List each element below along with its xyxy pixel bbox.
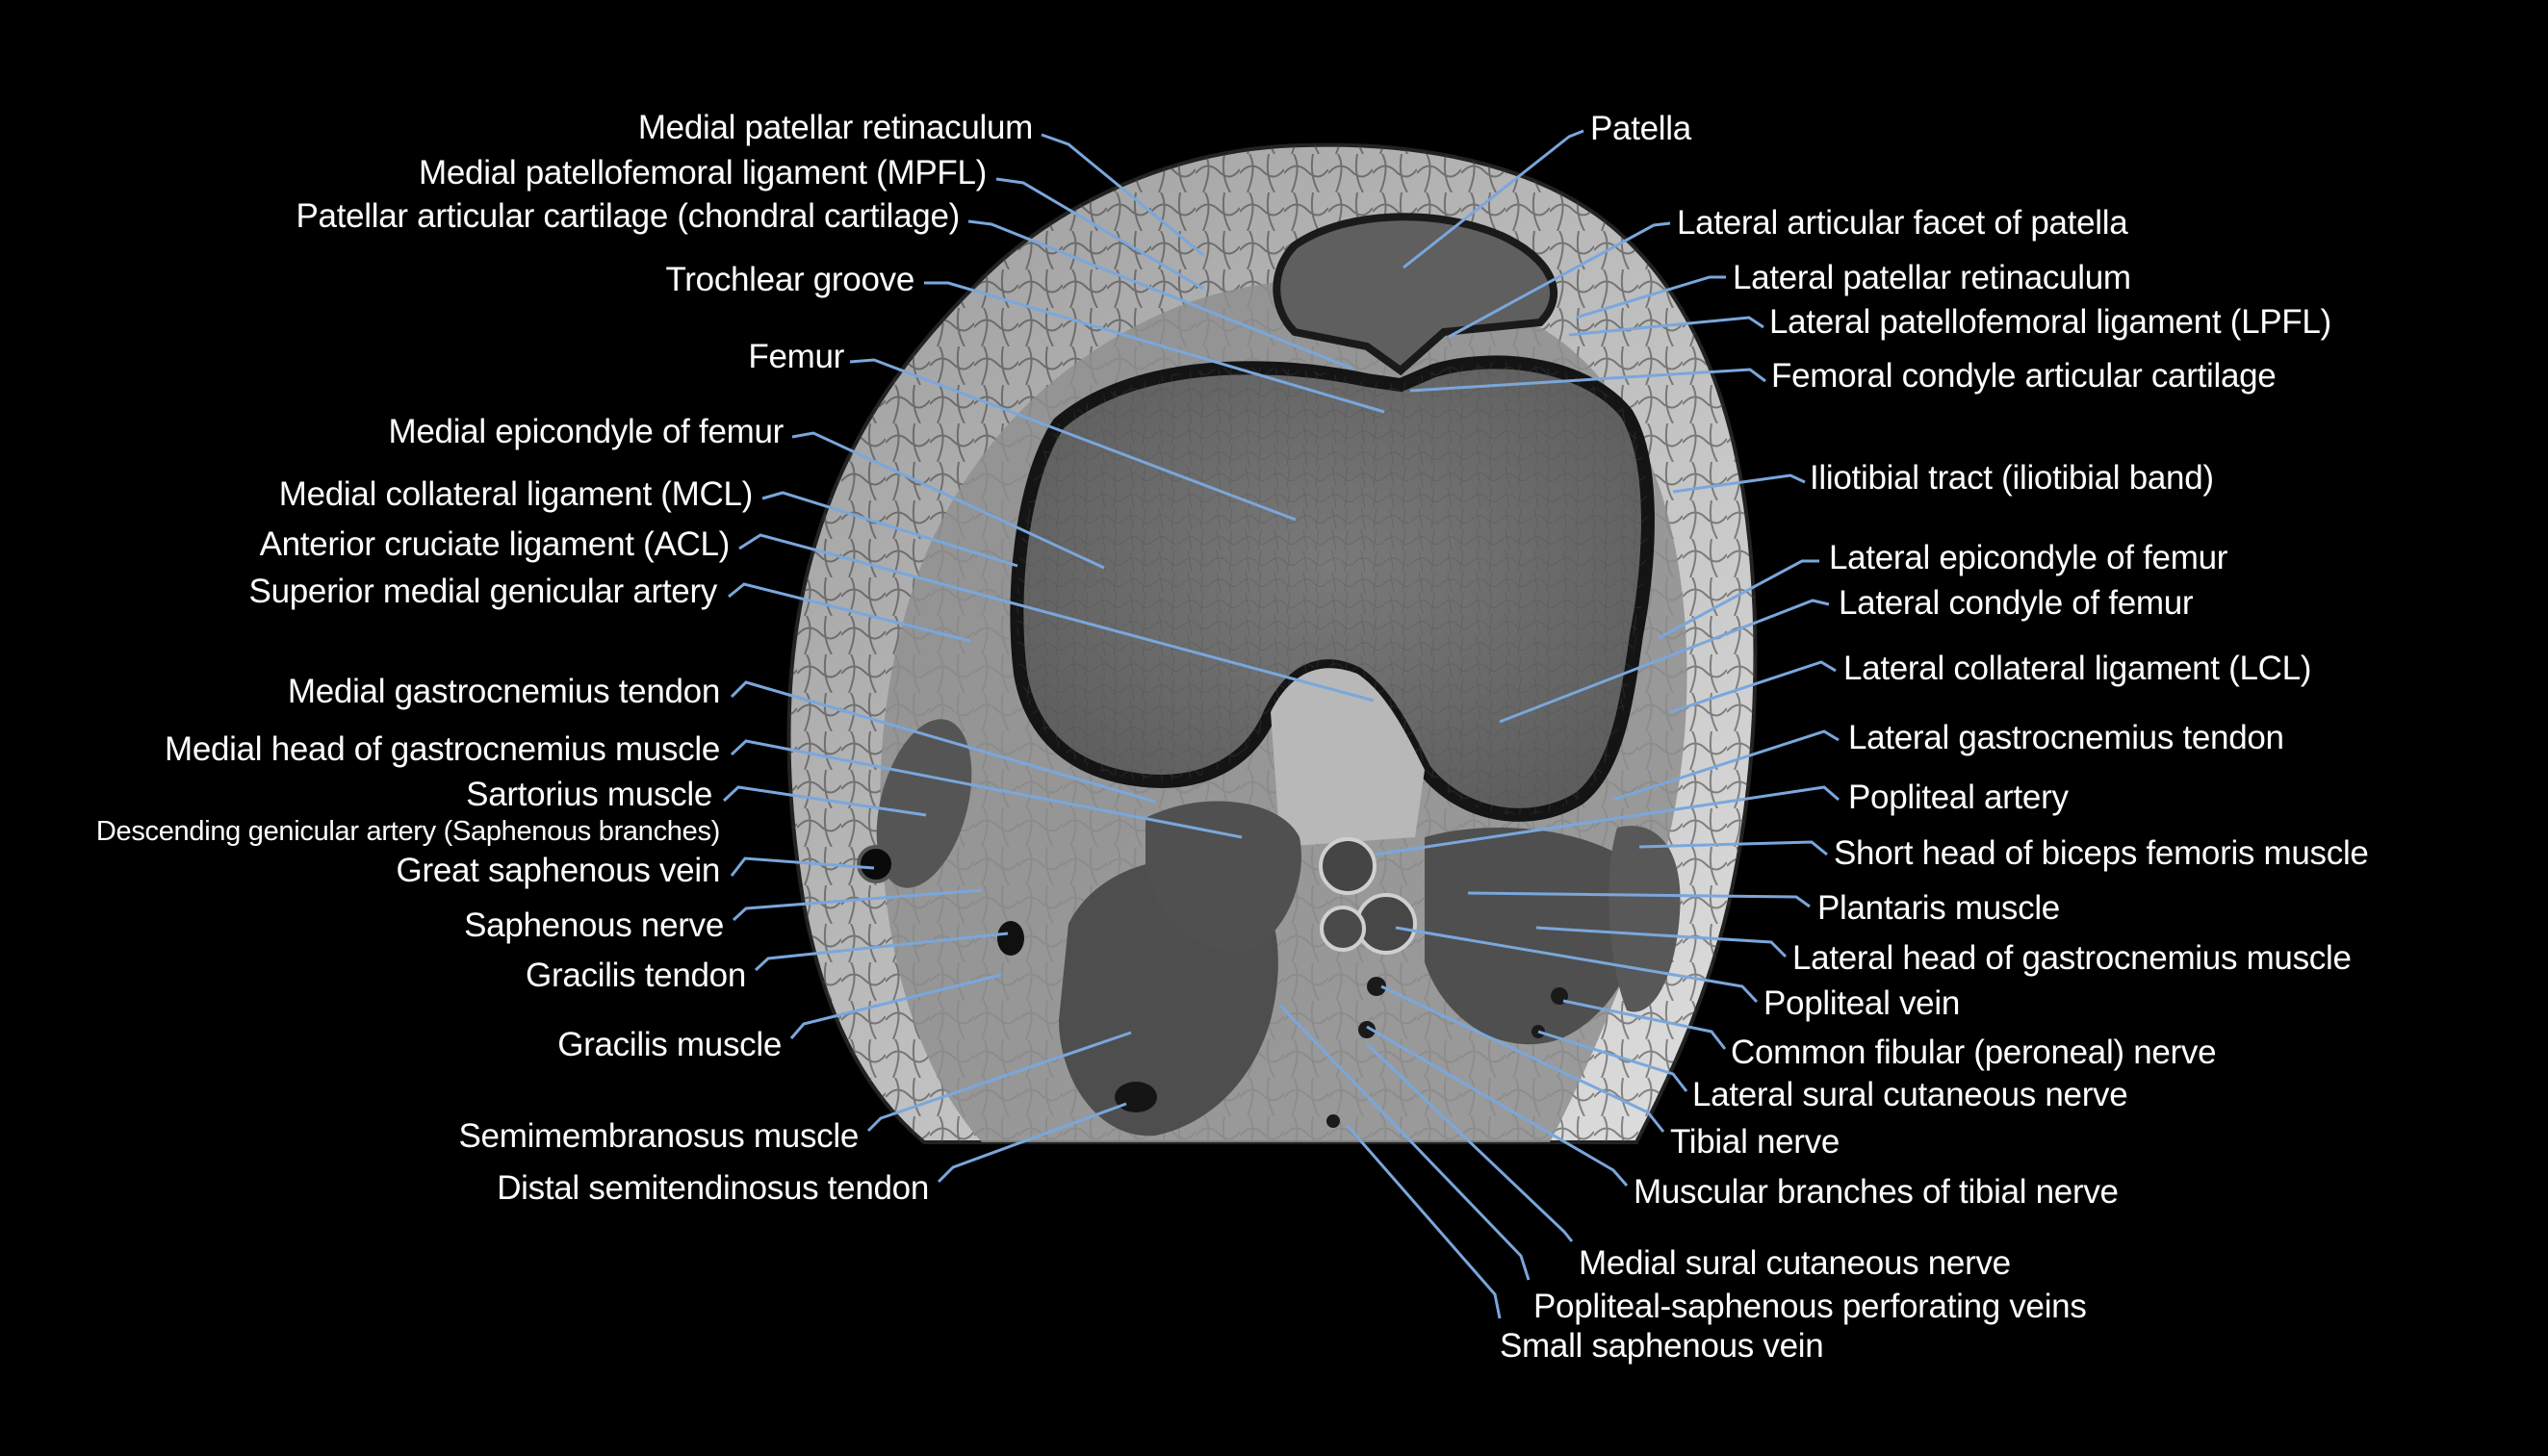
label-great-saphenous-vein: Great saphenous vein <box>396 852 721 889</box>
great-saphenous-vein-leader-line <box>730 856 875 877</box>
label-medial-sural-cutaneous-nerve: Medial sural cutaneous nerve <box>1579 1244 2011 1282</box>
label-superior-medial-genicular-artery: Superior medial genicular artery <box>248 573 718 610</box>
label-gracilis-muscle: Gracilis muscle <box>557 1026 782 1063</box>
label-lateral-sural-cutaneous-nerve: Lateral sural cutaneous nerve <box>1692 1076 2128 1113</box>
saphenous-nerve-leader-line <box>732 888 983 922</box>
label-medial-gastrocnemius-tendon: Medial gastrocnemius tendon <box>287 673 720 710</box>
femoral-condyle-articular-cartilage-leader-line <box>1409 368 1766 393</box>
label-muscular-branches-of-tibial-nerve: Muscular branches of tibial nerve <box>1634 1173 2119 1211</box>
label-distal-semitendinosus-tendon: Distal semitendinosus tendon <box>497 1169 929 1207</box>
label-lateral-patellar-retinaculum: Lateral patellar retinaculum <box>1733 259 2131 296</box>
medial-sural-cutaneous-nerve-leader-line <box>1365 1042 1574 1242</box>
lateral-patellofemoral-ligament-leader-line <box>1568 316 1764 337</box>
lateral-condyle-of-femur-leader-line <box>1499 599 1830 724</box>
medial-patellofemoral-ligament-leader-line <box>995 177 1204 291</box>
label-plantaris-muscle: Plantaris muscle <box>1817 889 2060 927</box>
anterior-cruciate-ligament-leader-line <box>738 533 1375 702</box>
label-trochlear-groove: Trochlear groove <box>665 261 915 298</box>
lateral-patellar-retinaculum-leader-line <box>1575 275 1726 319</box>
lateral-collateral-ligament-leader-line <box>1669 660 1837 714</box>
label-sartorius-muscle: Sartorius muscle <box>466 776 712 813</box>
medial-epicondyle-of-femur-leader-line <box>791 431 1105 570</box>
popliteal-artery-leader-line <box>1374 785 1840 856</box>
distal-semitendinosus-tendon-leader-line <box>937 1102 1127 1184</box>
tibial-nerve-leader-line <box>1380 984 1665 1133</box>
label-common-fibular-nerve: Common fibular (peroneal) nerve <box>1731 1034 2217 1071</box>
muscular-branches-of-tibial-nerve-leader-line <box>1366 1025 1629 1187</box>
medial-gastrocnemius-tendon-leader-line <box>730 680 1156 804</box>
label-popliteal-artery: Popliteal artery <box>1848 779 2069 816</box>
label-patellar-articular-cartilage: Patellar articular cartilage (chondral c… <box>296 197 960 235</box>
intercondylar-notch <box>1271 668 1425 847</box>
label-anterior-cruciate-ligament: Anterior cruciate ligament (ACL) <box>259 525 731 563</box>
label-short-head-of-biceps-femoris-muscle: Short head of biceps femoris muscle <box>1834 834 2369 872</box>
label-lateral-gastrocnemius-tendon: Lateral gastrocnemius tendon <box>1848 719 2284 756</box>
patellar-articular-cartilage-leader-line <box>967 219 1353 370</box>
label-tibial-nerve: Tibial nerve <box>1670 1123 1840 1161</box>
medial-patellar-retinaculum-leader-line <box>1041 133 1204 257</box>
gracilis-muscle-leader-line <box>789 973 1002 1039</box>
medial-collateral-ligament-leader-line <box>761 491 1018 568</box>
common-fibular-nerve-leader-line <box>1562 999 1727 1050</box>
short-head-of-biceps-femoris-muscle-leader-line <box>1638 840 1828 856</box>
patella-leader-line <box>1403 129 1584 269</box>
iliotibial-tract-leader-line <box>1672 473 1806 494</box>
label-lateral-epicondyle-of-femur: Lateral epicondyle of femur <box>1829 539 2228 576</box>
small-saphenous-vein-leader-line <box>1346 1125 1502 1319</box>
label-descending-genicular-artery: Descending genicular artery (Saphenous b… <box>95 816 720 847</box>
popliteal-saphenous-perforating-veins-leader-line <box>1278 1004 1531 1281</box>
sartorius-muscle-leader-line <box>722 785 927 817</box>
medial-head-of-gastrocnemius-muscle-leader-line <box>730 739 1243 839</box>
femur-leader-line <box>849 358 1297 522</box>
label-small-saphenous-vein: Small saphenous vein <box>1500 1327 1824 1365</box>
label-gracilis-tendon: Gracilis tendon <box>526 957 746 994</box>
label-lateral-collateral-ligament: Lateral collateral ligament (LCL) <box>1843 650 2312 687</box>
label-lateral-head-of-gastrocnemius-muscle: Lateral head of gastrocnemius muscle <box>1792 939 2352 977</box>
label-medial-epicondyle-of-femur: Medial epicondyle of femur <box>388 413 785 450</box>
popliteal-vein-leader-line <box>1395 926 1759 1004</box>
label-patella: Patella <box>1590 110 1691 147</box>
label-popliteal-saphenous-perforating-veins: Popliteal-saphenous perforating veins <box>1533 1288 2087 1325</box>
trochlear-groove-leader-line <box>924 281 1385 414</box>
label-medial-patellofemoral-ligament: Medial patellofemoral ligament (MPFL) <box>419 154 987 192</box>
lateral-epicondyle-of-femur-leader-line <box>1658 559 1819 640</box>
plantaris-muscle-leader-line <box>1467 891 1811 908</box>
gracilis-tendon-leader-line <box>754 932 1009 972</box>
superior-medial-genicular-artery-leader-line <box>728 582 971 643</box>
label-lateral-condyle-of-femur: Lateral condyle of femur <box>1839 584 2194 622</box>
label-semimembranosus-muscle: Semimembranosus muscle <box>458 1117 860 1155</box>
patella-shape <box>1273 213 1558 376</box>
lateral-gastrocnemius-tendon-leader-line <box>1612 729 1840 802</box>
label-medial-patellar-retinaculum: Medial patellar retinaculum <box>637 109 1033 146</box>
label-femur: Femur <box>748 338 844 375</box>
semimembranosus-muscle-leader-line <box>866 1031 1132 1133</box>
label-iliotibial-tract: Iliotibial tract (iliotibial band) <box>1810 459 2214 497</box>
lateral-head-of-gastrocnemius-muscle-leader-line <box>1535 926 1788 958</box>
label-lateral-articular-facet-of-patella: Lateral articular facet of patella <box>1677 204 2128 242</box>
label-medial-collateral-ligament: Medial collateral ligament (MCL) <box>278 475 754 513</box>
label-popliteal-vein: Popliteal vein <box>1763 984 1960 1022</box>
lateral-sural-cutaneous-nerve-leader-line <box>1537 1030 1688 1092</box>
label-femoral-condyle-articular-cartilage: Femoral condyle articular cartilage <box>1771 357 2277 395</box>
lateral-articular-facet-of-patella-leader-line <box>1448 221 1671 339</box>
label-medial-head-of-gastrocnemius-muscle: Medial head of gastrocnemius muscle <box>164 730 720 768</box>
label-lateral-patellofemoral-ligament: Lateral patellofemoral ligament (LPFL) <box>1769 303 2331 341</box>
posterior-muscles <box>857 719 1681 1137</box>
label-saphenous-nerve: Saphenous nerve <box>464 907 724 944</box>
